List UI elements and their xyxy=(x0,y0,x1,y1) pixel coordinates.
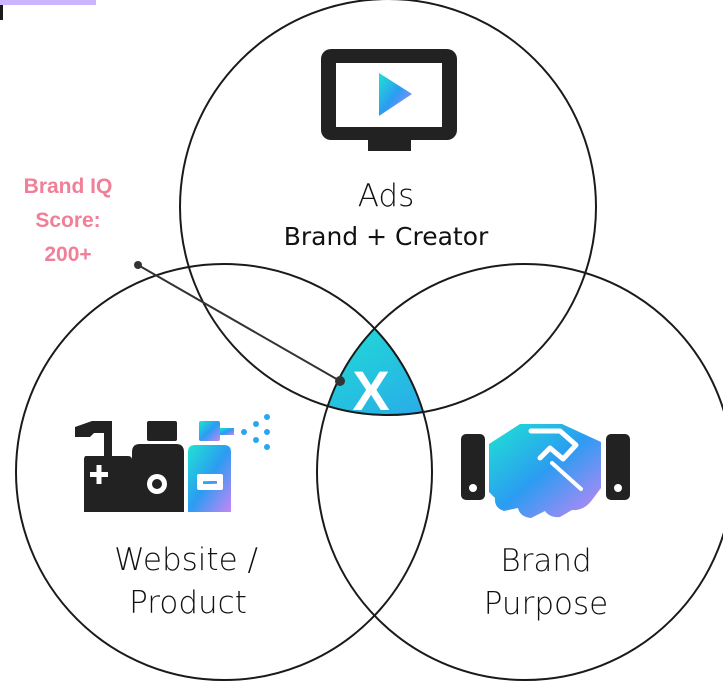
website-line-1: Website / xyxy=(114,542,258,578)
ads-subtitle: Brand + Creator xyxy=(284,222,489,251)
product-bottles-icon xyxy=(75,414,270,512)
purpose-line-1: Brand xyxy=(500,543,591,579)
purpose-line-2: Purpose xyxy=(484,586,608,622)
center-x-mark: X xyxy=(352,359,389,422)
handshake-icon xyxy=(461,424,630,518)
score-line-2: Score: xyxy=(35,209,100,232)
circle-ads xyxy=(179,0,597,416)
score-line-3: 200+ xyxy=(44,243,91,266)
tv-play-icon xyxy=(321,49,457,151)
accent-tick xyxy=(0,5,3,20)
score-pointer-start-dot xyxy=(134,261,142,269)
website-line-2: Product xyxy=(129,585,247,621)
score-pointer-end-dot xyxy=(335,376,345,386)
accent-bar xyxy=(0,0,96,5)
brand-iq-score: Brand IQ Score: 200+ xyxy=(24,175,113,266)
score-pointer-line xyxy=(137,264,341,382)
score-line-1: Brand IQ xyxy=(24,175,113,198)
circle-purpose xyxy=(316,263,723,681)
ads-title: Ads xyxy=(358,178,415,214)
circle-website xyxy=(15,263,433,681)
